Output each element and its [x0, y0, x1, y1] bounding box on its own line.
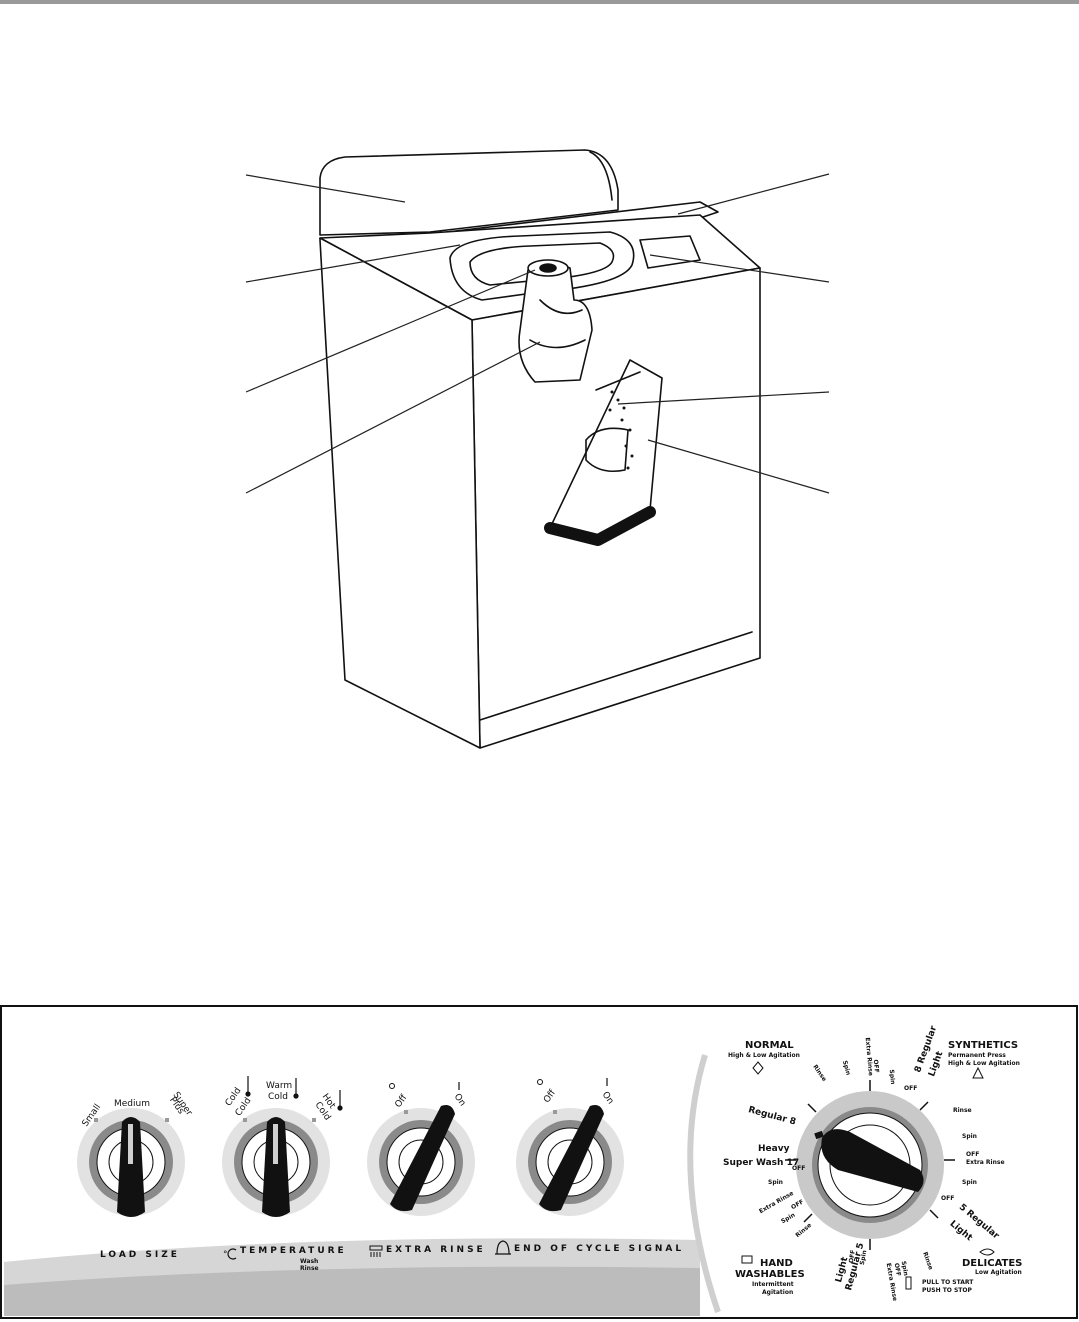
extra-rinse-off-mark [389, 1083, 395, 1089]
temperature-knob[interactable] [222, 1108, 330, 1217]
dial-ticks [785, 1080, 955, 1250]
drum-perforations [608, 390, 634, 470]
delicates-icon [979, 1248, 995, 1256]
callout-line-2 [245, 244, 461, 283]
synthetics-title: SYNTHETICS [948, 1040, 1018, 1051]
push-to-stop: PUSH TO STOP [922, 1287, 972, 1294]
temperature-rinse: Rinse [300, 1265, 319, 1272]
dial-extra-rinse-r: Extra Rinse [966, 1159, 1005, 1166]
callout-line-8 [647, 439, 830, 494]
temp-warm-b: Cold [268, 1092, 288, 1102]
washer-illustration [245, 149, 830, 749]
dial-spin-b: Spin [900, 1260, 909, 1276]
cycle-dial[interactable] [796, 1091, 944, 1239]
end-signal-knob[interactable] [516, 1105, 624, 1216]
delicates-sub: Low Agitation [975, 1269, 1022, 1276]
dial-off-l5: OFF [848, 1249, 857, 1263]
hand-icon [741, 1255, 753, 1264]
callout-line-5 [677, 173, 830, 215]
load-size-medium: Medium [114, 1099, 150, 1109]
extra-rinse-icon [369, 1245, 383, 1257]
dial-heavy: Heavy [758, 1144, 790, 1154]
hand-title2: WASHABLES [735, 1269, 805, 1280]
normal-icon [752, 1061, 764, 1075]
callout-line-6 [649, 254, 830, 283]
dial-spin-top: Spin [841, 1060, 852, 1076]
thermometer-icons [245, 1076, 343, 1111]
temp-warm-a: Warm [266, 1081, 292, 1091]
dial-super-wash: Super Wash 17 [723, 1158, 799, 1168]
temperature-icon [227, 1248, 237, 1260]
callout-line-7 [617, 391, 830, 405]
end-signal-caption: END OF CYCLE SIGNAL [514, 1244, 684, 1254]
extra-rinse-knob[interactable] [367, 1105, 475, 1216]
dial-off-17: OFF [792, 1165, 805, 1172]
console [319, 149, 619, 236]
pull-to-start: PULL TO START [922, 1279, 974, 1286]
dial-off-b: OFF [893, 1262, 902, 1276]
dial-extra-rinse-top: Extra Rinse [864, 1037, 874, 1076]
extra-rinse-caption: EXTRA RINSE [386, 1245, 486, 1255]
load-size-caption: LOAD SIZE [100, 1250, 180, 1260]
dial-spin-r: Spin [962, 1133, 977, 1140]
hand-sub1: Intermittent [752, 1281, 794, 1288]
hand-title1: HAND [760, 1258, 793, 1269]
callout-line-1 [245, 174, 406, 203]
normal-title: NORMAL [745, 1040, 794, 1051]
delicates-title: DELICATES [962, 1258, 1022, 1269]
control-panel: Small Medium Super Plus LOAD SIZE Cold C… [0, 1005, 1078, 1319]
dial-spin-l2: Spin [768, 1179, 783, 1186]
dial-off-8: OFF [904, 1085, 917, 1092]
cabinet-side [319, 237, 481, 749]
callout-line-3 [245, 269, 536, 393]
load-size-knob[interactable] [77, 1108, 185, 1217]
bell-icon [495, 1240, 511, 1255]
top-rule [0, 0, 1079, 4]
synthetics-icon [972, 1066, 984, 1079]
synthetics-sub2: High & Low Agitation [948, 1060, 1020, 1067]
hand-sub2: Agitation [762, 1289, 793, 1296]
temperature-caption: TEMPERATURE [240, 1246, 347, 1256]
temp-degree-icon: ° [223, 1250, 228, 1260]
dial-rinse-r: Rinse [953, 1107, 972, 1114]
temperature-wash: Wash [300, 1258, 318, 1265]
callout-line-4 [245, 341, 541, 494]
normal-sub: High & Low Agitation [728, 1052, 800, 1059]
synthetics-sub1: Permanent Press [948, 1052, 1006, 1059]
dial-spin-top2: Spin [888, 1069, 896, 1085]
dial-off-top: OFF [872, 1059, 880, 1073]
dial-spin-r2: Spin [962, 1179, 977, 1186]
end-signal-off-mark [537, 1079, 543, 1085]
dial-spin-b2: Spin [859, 1250, 868, 1266]
dial-off-r: OFF [966, 1151, 979, 1158]
pull-push-icon [905, 1276, 912, 1290]
dial-off-5: OFF [941, 1195, 954, 1202]
